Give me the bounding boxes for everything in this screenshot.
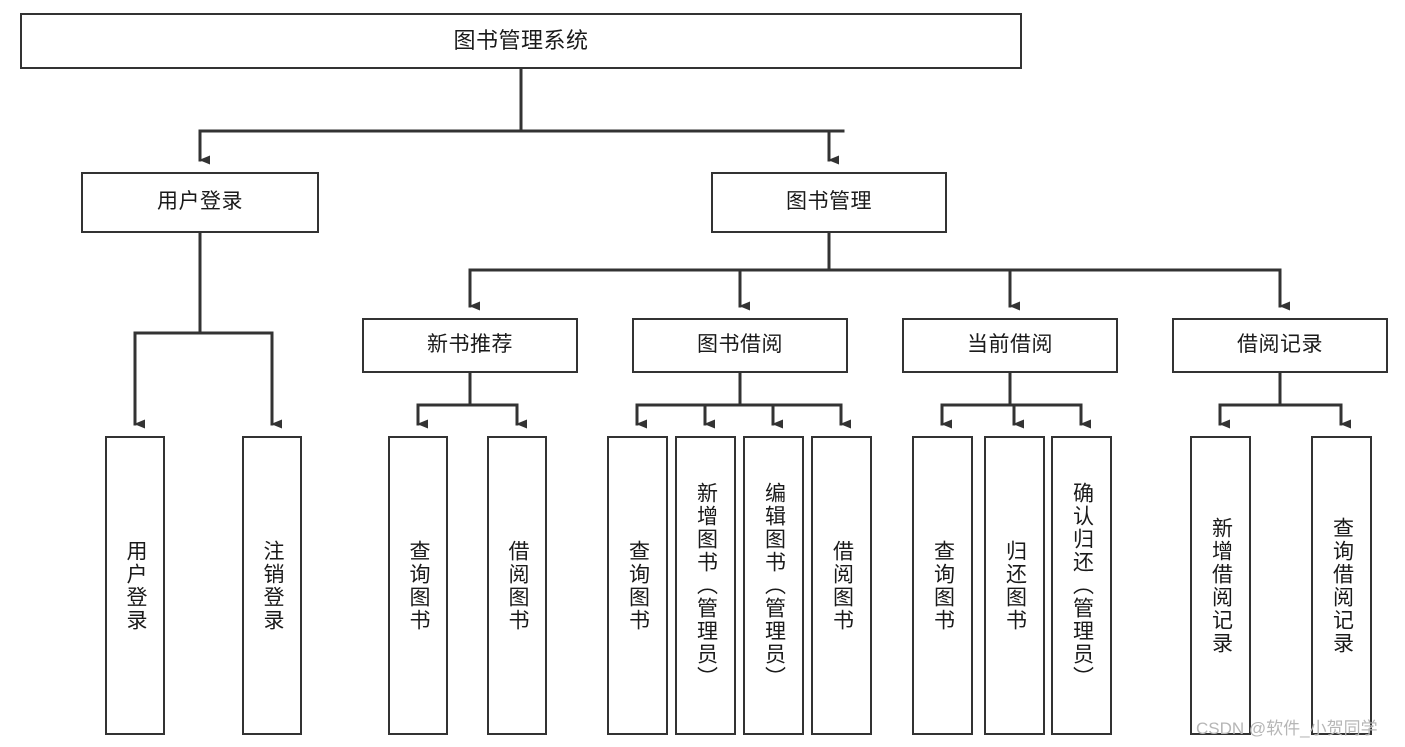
leaf-return-book[interactable]: 归还图书 (984, 436, 1045, 735)
leaf-return-book-label: 归还图书 (1003, 539, 1027, 632)
leaf-query-book-recommend[interactable]: 查询图书 (388, 436, 448, 735)
leaf-query-borrow-record-label: 查询借阅记录 (1330, 516, 1354, 655)
leaf-add-borrow-record[interactable]: 新增借阅记录 (1190, 436, 1251, 735)
node-current-borrow-label: 当前借阅 (967, 333, 1053, 357)
leaf-query-book-current-label: 查询图书 (931, 539, 955, 632)
leaf-add-book-admin[interactable]: 新增图书（管理员） (675, 436, 736, 735)
leaf-query-book-borrow-label: 查询图书 (626, 539, 650, 632)
node-user-login[interactable]: 用户登录 (81, 172, 319, 233)
node-root[interactable]: 图书管理系统 (20, 13, 1022, 69)
leaf-confirm-return-admin-label: 确认归还（管理员） (1070, 482, 1094, 689)
node-book-borrow-label: 图书借阅 (697, 333, 783, 357)
node-borrow-record[interactable]: 借阅记录 (1172, 318, 1388, 373)
leaf-query-book-current[interactable]: 查询图书 (912, 436, 973, 735)
node-book-borrow[interactable]: 图书借阅 (632, 318, 848, 373)
leaf-query-book-borrow[interactable]: 查询图书 (607, 436, 668, 735)
node-book-management-label: 图书管理 (786, 190, 872, 214)
leaf-confirm-return-admin[interactable]: 确认归还（管理员） (1051, 436, 1112, 735)
node-new-book-recommendation-label: 新书推荐 (427, 333, 513, 357)
leaf-query-book-recommend-label: 查询图书 (407, 539, 431, 632)
leaf-edit-book-admin-label: 编辑图书（管理员） (762, 482, 786, 689)
node-root-label: 图书管理系统 (453, 28, 589, 54)
leaf-borrow-book-recommend-label: 借阅图书 (506, 539, 530, 632)
watermark: CSDN @软件_小贺同学 (1196, 719, 1378, 738)
leaf-query-borrow-record[interactable]: 查询借阅记录 (1311, 436, 1372, 735)
leaf-borrow-book-recommend[interactable]: 借阅图书 (487, 436, 547, 735)
leaf-add-book-admin-label: 新增图书（管理员） (694, 482, 718, 689)
node-book-management[interactable]: 图书管理 (711, 172, 947, 233)
leaf-borrow-book-label: 借阅图书 (830, 539, 854, 632)
node-borrow-record-label: 借阅记录 (1237, 333, 1323, 357)
leaf-user-login[interactable]: 用户登录 (105, 436, 165, 735)
leaf-logout-label: 注销登录 (261, 539, 285, 632)
leaf-user-login-label: 用户登录 (124, 539, 148, 632)
leaf-logout[interactable]: 注销登录 (242, 436, 302, 735)
node-current-borrow[interactable]: 当前借阅 (902, 318, 1118, 373)
node-user-login-label: 用户登录 (157, 190, 243, 214)
leaf-borrow-book[interactable]: 借阅图书 (811, 436, 872, 735)
leaf-edit-book-admin[interactable]: 编辑图书（管理员） (743, 436, 804, 735)
leaf-add-borrow-record-label: 新增借阅记录 (1209, 516, 1233, 655)
node-new-book-recommendation[interactable]: 新书推荐 (362, 318, 578, 373)
